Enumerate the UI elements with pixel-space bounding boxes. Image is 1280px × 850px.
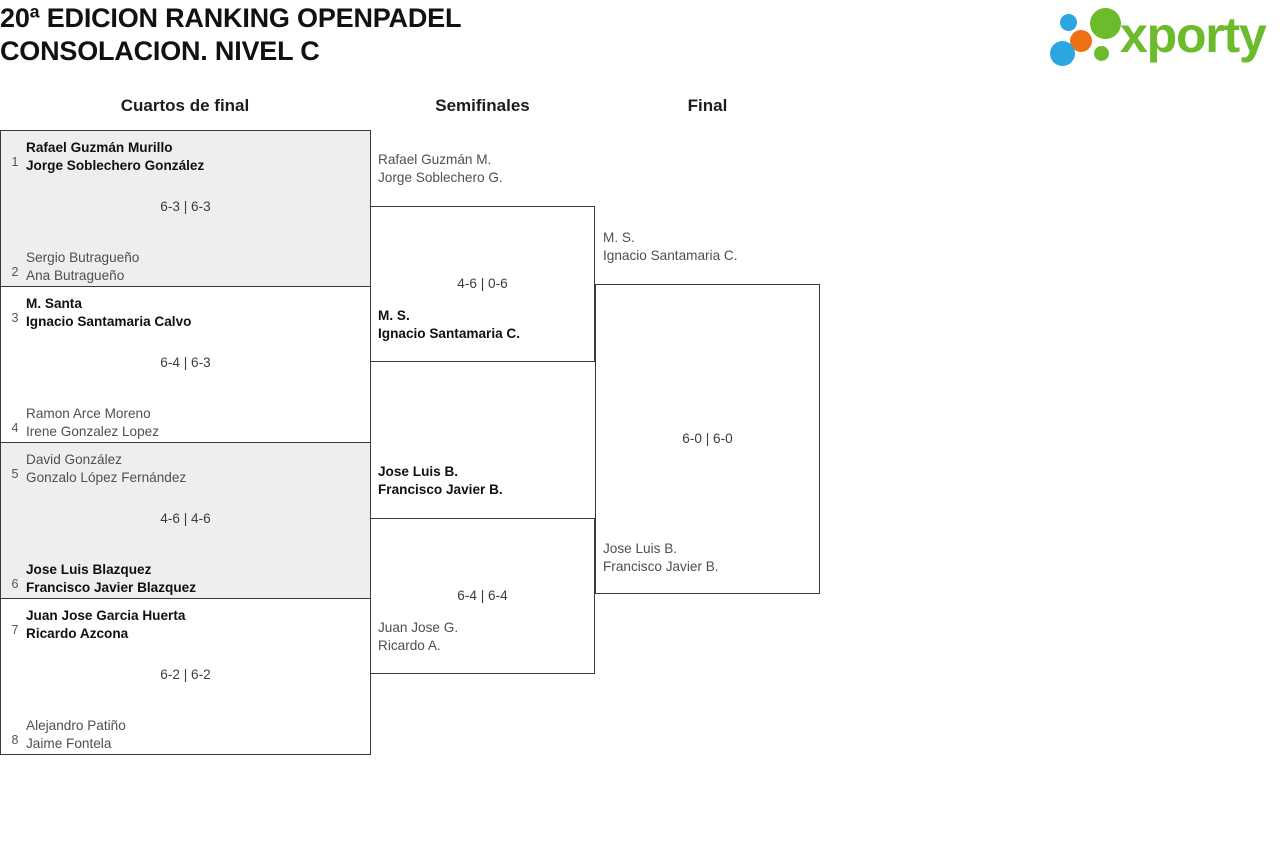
logo-dot-blue-small-icon xyxy=(1060,14,1077,31)
player-name: Ricardo Azcona xyxy=(26,626,129,641)
seed-number: 5 xyxy=(11,467,19,481)
logo-dot-green-small-icon xyxy=(1094,46,1109,61)
player-name: Francisco Javier Blazquez xyxy=(26,580,196,595)
seed-number: 4 xyxy=(11,421,19,435)
seed-number: 2 xyxy=(11,265,19,279)
team-entry[interactable]: Rafael Guzmán M. Jorge Soblechero G. xyxy=(378,151,587,187)
team-entry[interactable]: Jose Luis B. Francisco Javier B. xyxy=(603,540,812,576)
logo-dot-green-large-icon xyxy=(1090,8,1121,39)
player-name: Sergio Butragueño xyxy=(26,250,140,265)
match-score: 6-3 | 6-3 xyxy=(160,199,211,214)
match-score: 6-4 | 6-3 xyxy=(160,355,211,370)
seed-number: 7 xyxy=(11,623,19,637)
quarterfinal-match-3[interactable]: 5 David González Gonzalo López Fernández… xyxy=(1,443,371,599)
quarterfinal-match-4[interactable]: 7 Juan Jose Garcia Huerta Ricardo Azcona… xyxy=(1,599,371,755)
player-name: Rafael Guzmán Murillo xyxy=(26,140,173,155)
logo-dot-blue-large-icon xyxy=(1050,41,1075,66)
player-name: Alejandro Patiño xyxy=(26,718,126,733)
semifinal-match-2[interactable]: Jose Luis B. Francisco Javier B. 6-4 | 6… xyxy=(370,464,595,674)
player-name: Jorge Soblechero G. xyxy=(378,170,503,185)
team-entry[interactable]: Juan Jose Garcia Huerta Ricardo Azcona xyxy=(26,607,362,643)
quarterfinal-match-2[interactable]: 3 M. Santa Ignacio Santamaria Calvo 6-4 … xyxy=(1,287,371,443)
team-entry[interactable]: David González Gonzalo López Fernández xyxy=(26,451,362,487)
player-name: Juan Jose G. xyxy=(378,620,459,635)
logo-dots-icon xyxy=(1048,8,1121,66)
page-title: 20ª EDICION RANKING OPENPADEL CONSOLACIO… xyxy=(0,2,900,68)
team-entry[interactable]: Jose Luis Blazquez Francisco Javier Blaz… xyxy=(26,561,362,597)
bracket-connector-line xyxy=(370,673,371,719)
player-name: Francisco Javier B. xyxy=(603,559,719,574)
player-name: Jose Luis Blazquez xyxy=(26,562,152,577)
player-name: M. S. xyxy=(603,230,635,245)
seed-number: 8 xyxy=(11,733,19,747)
match-score: 6-0 | 6-0 xyxy=(682,431,733,446)
team-entry[interactable]: M. Santa Ignacio Santamaria Calvo xyxy=(26,295,362,331)
seed-number: 3 xyxy=(11,311,19,325)
team-entry[interactable]: Alejandro Patiño Jaime Fontela xyxy=(26,717,362,753)
quarterfinal-match-1[interactable]: 1 Rafael Guzmán Murillo Jorge Soblechero… xyxy=(1,131,371,287)
xporty-logo[interactable]: xporty xyxy=(1042,6,1274,68)
player-name: Ignacio Santamaria Calvo xyxy=(26,314,192,329)
team-entry[interactable]: Sergio Butragueño Ana Butragueño xyxy=(26,249,362,285)
player-name: Jose Luis B. xyxy=(603,541,678,556)
match-score: 6-4 | 6-4 xyxy=(457,588,508,603)
player-name: Ignacio Santamaria C. xyxy=(603,248,738,263)
player-name: Ramon Arce Moreno xyxy=(26,406,151,421)
bracket-connector-line xyxy=(370,361,371,519)
player-name: M. Santa xyxy=(26,296,82,311)
team-entry[interactable]: Ramon Arce Moreno Irene Gonzalez Lopez xyxy=(26,405,362,441)
player-name: Rafael Guzmán M. xyxy=(378,152,492,167)
team-entry[interactable]: Juan Jose G. Ricardo A. xyxy=(378,619,587,655)
final-match[interactable]: M. S. Ignacio Santamaria C. 6-0 | 6-0 Jo… xyxy=(595,230,820,594)
player-name: Jorge Soblechero González xyxy=(26,158,205,173)
tournament-bracket: 1 Rafael Guzmán Murillo Jorge Soblechero… xyxy=(0,130,1280,770)
seed-number: 6 xyxy=(11,577,19,591)
team-entry[interactable]: Rafael Guzmán Murillo Jorge Soblechero G… xyxy=(26,139,362,175)
quarterfinals-column: 1 Rafael Guzmán Murillo Jorge Soblechero… xyxy=(0,130,371,755)
player-name: M. S. xyxy=(378,308,410,323)
team-entry[interactable]: M. S. Ignacio Santamaria C. xyxy=(603,229,812,265)
player-name: Ricardo A. xyxy=(378,638,441,653)
logo-dot-orange-icon xyxy=(1070,30,1092,52)
player-name: Jaime Fontela xyxy=(26,736,112,751)
player-name: Francisco Javier B. xyxy=(378,482,503,497)
player-name: Juan Jose Garcia Huerta xyxy=(26,608,186,623)
seed-number: 1 xyxy=(11,155,19,169)
player-name: Ana Butragueño xyxy=(26,268,125,283)
player-name: Irene Gonzalez Lopez xyxy=(26,424,160,439)
team-entry[interactable]: M. S. Ignacio Santamaria C. xyxy=(378,307,587,343)
player-name: David González xyxy=(26,452,122,467)
player-name: Jose Luis B. xyxy=(378,464,459,479)
page-title-line-2: CONSOLACION. NIVEL C xyxy=(0,35,320,66)
page-title-line-1: 20ª EDICION RANKING OPENPADEL xyxy=(0,3,462,33)
match-score: 4-6 | 4-6 xyxy=(160,511,211,526)
round-header-quarterfinals: Cuartos de final xyxy=(120,96,250,115)
bracket-connector-line xyxy=(370,130,371,207)
logo-wordmark: xporty xyxy=(1120,7,1267,63)
match-score: 6-2 | 6-2 xyxy=(160,667,211,682)
team-entry[interactable]: Jose Luis B. Francisco Javier B. xyxy=(378,463,587,499)
player-name: Gonzalo López Fernández xyxy=(26,470,187,485)
match-score: 4-6 | 0-6 xyxy=(457,276,508,291)
semifinal-match-1[interactable]: Rafael Guzmán M. Jorge Soblechero G. 4-6… xyxy=(370,152,595,362)
round-header-semifinals: Semifinales xyxy=(435,96,530,115)
round-header-final: Final xyxy=(687,96,728,115)
player-name: Ignacio Santamaria C. xyxy=(378,326,521,341)
page-header: 20ª EDICION RANKING OPENPADEL CONSOLACIO… xyxy=(0,0,1280,82)
